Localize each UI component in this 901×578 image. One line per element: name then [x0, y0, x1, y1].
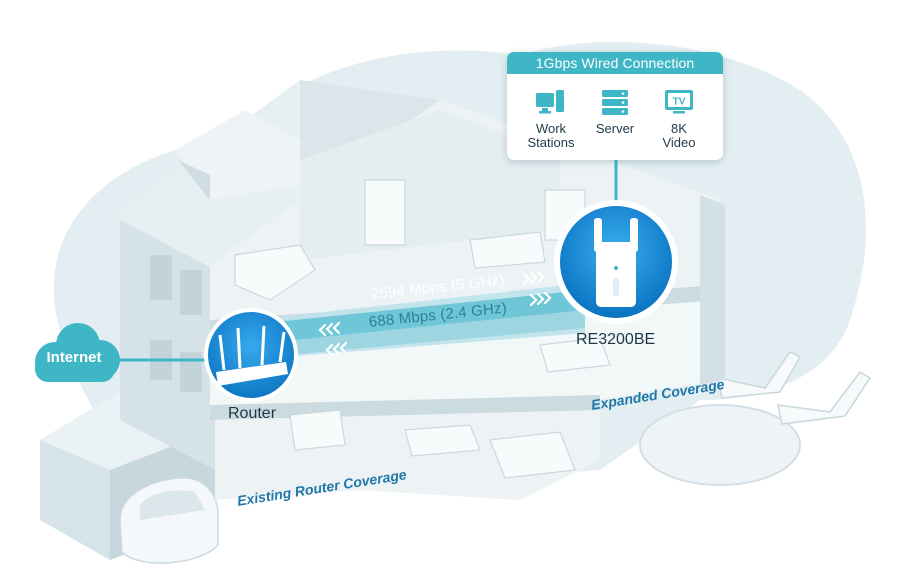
pool	[639, 404, 801, 486]
sun-loungers	[717, 351, 872, 425]
workstation-label: Work Stations	[527, 121, 575, 150]
car-icon	[119, 477, 219, 564]
internet-label: Internet	[46, 349, 102, 366]
wired-connection-title: 1Gbps Wired Connection	[507, 52, 723, 74]
wired-connection-panel: 1Gbps Wired Connection Work Stations Ser…	[507, 52, 723, 160]
range-extender-icon	[554, 200, 678, 324]
extender-label: RE3200BE	[576, 331, 656, 348]
chevrons-right	[522, 270, 552, 307]
chevrons-left	[318, 321, 348, 357]
server-item: Server	[579, 88, 651, 136]
wireless-link	[270, 283, 585, 358]
server-label: Server	[595, 121, 635, 136]
router-label: Router	[228, 405, 277, 422]
video-item: TV 8K Video	[643, 88, 715, 150]
video-label: 8K Video	[662, 121, 696, 150]
workstation-icon	[536, 90, 564, 114]
workstation-item: Work Stations	[515, 88, 587, 150]
internet-cloud-icon	[35, 323, 120, 382]
server-icon	[602, 90, 628, 115]
tv-icon: TV	[665, 90, 693, 114]
router-icon	[204, 308, 298, 402]
tv-icon-text: TV	[673, 97, 686, 108]
